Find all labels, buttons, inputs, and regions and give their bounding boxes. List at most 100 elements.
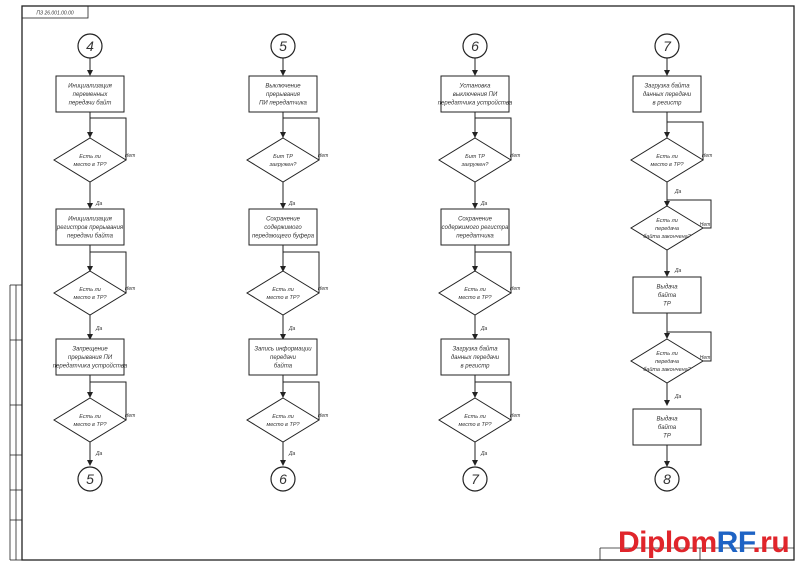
process-box-2-text: ТР bbox=[663, 302, 671, 308]
arrowhead bbox=[87, 132, 93, 138]
arrowhead bbox=[87, 203, 93, 209]
process-box-3 bbox=[440, 338, 510, 376]
yes-label: Да bbox=[674, 394, 682, 400]
process-box-1-text: Загрузка байта bbox=[644, 83, 690, 90]
decision-2-text: место в ТР? bbox=[73, 295, 107, 301]
arrowhead bbox=[472, 132, 478, 138]
process-box-2-text: содержимого bbox=[264, 225, 302, 231]
decision-3-text: место в ТР? bbox=[73, 422, 107, 428]
loop-line bbox=[283, 381, 320, 420]
arrowhead bbox=[87, 70, 93, 76]
arrowhead bbox=[280, 132, 286, 138]
loop-line bbox=[475, 381, 512, 420]
decision-2-text: байта закончена? bbox=[643, 233, 692, 240]
process-box-3-text: ТР bbox=[663, 434, 671, 440]
entry-connector-label: 4 bbox=[86, 38, 94, 54]
process-box-1-text: Инициализация bbox=[68, 84, 113, 90]
loop-line bbox=[283, 251, 320, 293]
entry-connector-label: 7 bbox=[663, 38, 672, 54]
decision-2-text: Есть ли bbox=[464, 287, 486, 293]
exit-connector-label: 8 bbox=[663, 471, 671, 487]
decision-1-text: Есть ли bbox=[79, 154, 101, 160]
loop-line bbox=[475, 251, 512, 293]
process-box-3 bbox=[55, 338, 125, 376]
decision-2 bbox=[438, 270, 512, 316]
decision-3-text: место в ТР? bbox=[458, 422, 492, 428]
outer-border bbox=[21, 5, 795, 561]
arrowhead bbox=[280, 70, 286, 76]
watermark-part-3: .ru bbox=[752, 526, 790, 559]
arrowhead bbox=[472, 266, 478, 272]
process-box-2-text: Выдача bbox=[656, 285, 678, 291]
process-box-1-text: переменных bbox=[73, 92, 109, 98]
no-label: Нет bbox=[125, 153, 136, 159]
no-label: Нет bbox=[700, 355, 711, 361]
loop-line bbox=[475, 117, 512, 160]
watermark-logo: DiplomRF.ru bbox=[618, 526, 790, 559]
exit-connector-label: 6 bbox=[279, 471, 287, 487]
process-box-3-text: байта bbox=[658, 424, 677, 431]
process-box-1 bbox=[248, 75, 318, 113]
decision-3 bbox=[438, 397, 512, 443]
loop-line bbox=[667, 199, 712, 229]
process-box-1-text: Установка bbox=[459, 84, 492, 90]
decision-3 bbox=[53, 397, 127, 443]
arrowhead bbox=[280, 334, 286, 340]
no-label: Нет bbox=[510, 413, 521, 419]
process-box-1 bbox=[440, 75, 510, 113]
process-box-2-text: регистров прерывания bbox=[56, 225, 124, 231]
decision-3 bbox=[246, 397, 320, 443]
decision-3-text: передача bbox=[655, 359, 679, 365]
no-label: Нет bbox=[700, 222, 711, 228]
no-label: Нет bbox=[318, 413, 329, 419]
decision-2-text: Есть ли bbox=[656, 218, 678, 224]
process-box-3-text: Выдача bbox=[656, 417, 678, 423]
process-box-2-text: байта bbox=[658, 292, 677, 299]
yes-label: Да bbox=[95, 451, 103, 457]
exit-connector bbox=[77, 466, 103, 492]
no-label: Нет bbox=[125, 286, 136, 292]
no-label: Нет bbox=[318, 286, 329, 292]
process-box-2 bbox=[248, 208, 318, 246]
process-box-2-text: Сохранение bbox=[266, 217, 300, 223]
exit-connector-label: 7 bbox=[471, 471, 480, 487]
arrowhead bbox=[664, 70, 670, 76]
no-label: Нет bbox=[125, 413, 136, 419]
process-box-1-text: передатчика устройства bbox=[438, 100, 513, 107]
exit-connector bbox=[270, 466, 296, 492]
arrowhead bbox=[472, 70, 478, 76]
decision-3-text: Есть ли bbox=[656, 351, 678, 357]
no-label: Нет bbox=[510, 153, 521, 159]
arrowhead bbox=[664, 333, 670, 339]
decision-2 bbox=[53, 270, 127, 316]
decision-1 bbox=[438, 137, 512, 183]
process-box-2-text: передатчика bbox=[456, 234, 494, 240]
process-box-3-text: Запрещение bbox=[72, 347, 108, 353]
exit-connector-label: 5 bbox=[86, 471, 94, 487]
decision-1-text: загружен? bbox=[269, 162, 298, 168]
watermark-part-1: Diplom bbox=[618, 526, 717, 559]
process-box-3-text: передачи bbox=[270, 355, 297, 361]
process-box-2-text: передающего буфера bbox=[252, 234, 315, 240]
loop-line bbox=[90, 251, 127, 293]
decision-3-text: место в ТР? bbox=[266, 422, 300, 428]
process-box-3-text: Запись информации bbox=[254, 347, 312, 353]
process-box-3-text: байта bbox=[274, 363, 293, 370]
yes-label: Да bbox=[288, 451, 296, 457]
exit-connector bbox=[462, 466, 488, 492]
decision-2-text: место в ТР? bbox=[458, 295, 492, 301]
decision-1-text: загружен? bbox=[461, 162, 490, 168]
arrowhead bbox=[472, 460, 478, 466]
watermark-part-2: RF bbox=[716, 526, 753, 559]
entry-connector-label: 6 bbox=[471, 38, 479, 54]
arrowhead bbox=[87, 266, 93, 272]
arrowhead bbox=[664, 201, 670, 207]
process-box-3-text: данных передачи bbox=[451, 355, 500, 361]
arrowhead bbox=[664, 400, 670, 406]
loop-line bbox=[667, 331, 712, 362]
arrowhead bbox=[87, 334, 93, 340]
drawing-frame: ПЗ 26.001.00.00 bbox=[9, 5, 795, 561]
